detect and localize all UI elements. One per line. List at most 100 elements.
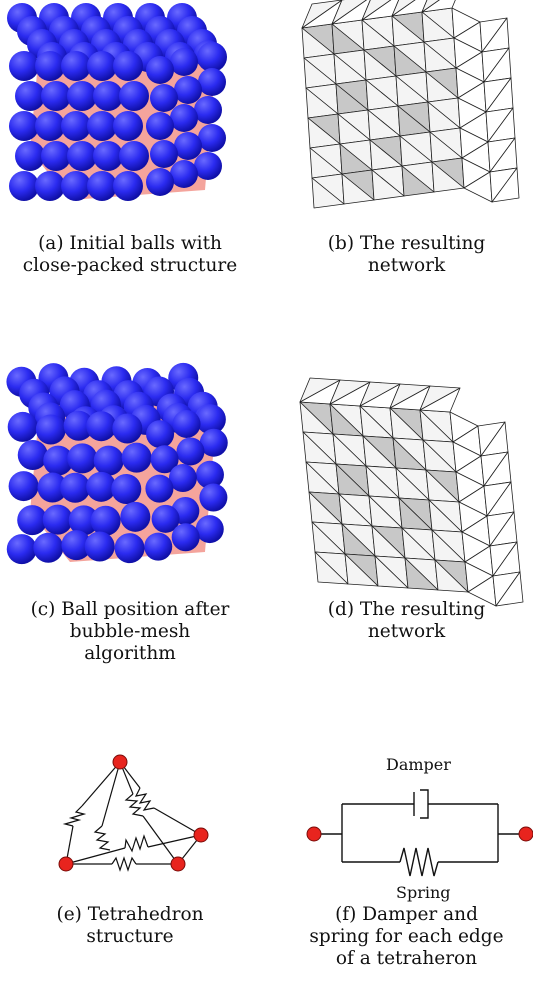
mesh-network-initial [301, 0, 520, 209]
ball [111, 473, 142, 504]
mesh-triangle [374, 555, 409, 589]
ball [84, 531, 115, 562]
figure-f: Damper Spring [290, 750, 533, 902]
ball [198, 68, 226, 96]
mesh-triangle [434, 559, 469, 593]
ball [195, 515, 224, 544]
ball [114, 533, 145, 564]
mesh-triangle [419, 385, 461, 411]
ball [150, 84, 178, 112]
ball [150, 445, 179, 474]
ball [90, 505, 121, 536]
ball [93, 141, 123, 171]
ball [42, 504, 73, 535]
mesh-triangle [331, 0, 367, 25]
mesh-triangle [344, 553, 379, 587]
mesh-triangle [421, 0, 440, 13]
mesh-triangle [495, 571, 524, 607]
ball [113, 111, 143, 141]
ball [113, 51, 143, 81]
ball-packing-initial [7, 3, 227, 201]
ball [146, 112, 174, 140]
ball [61, 171, 91, 201]
ball [168, 464, 197, 493]
mesh-triangle [371, 169, 405, 201]
ball [35, 414, 66, 445]
mesh-triangle [301, 0, 343, 29]
mesh-triangle [421, 0, 456, 13]
caption-c: (c) Ball position after bubble-mesh algo… [30, 599, 230, 664]
figure-a [0, 0, 260, 225]
ball [170, 104, 198, 132]
ball [35, 51, 65, 81]
caption-d: (d) The resulting network [327, 599, 486, 642]
ball [113, 171, 143, 201]
caption-a: (a) Initial balls with close-packed stru… [22, 233, 238, 276]
ball [35, 111, 65, 141]
ball [170, 48, 198, 76]
mesh-triangle [341, 173, 375, 205]
figure-e [40, 748, 230, 878]
tetrahedron-nodes [58, 754, 209, 872]
ball [87, 171, 117, 201]
ball [93, 445, 124, 476]
ball [67, 443, 98, 474]
ball [9, 111, 39, 141]
mesh-triangle [311, 177, 345, 209]
ball [119, 141, 149, 171]
ball [172, 409, 201, 438]
mesh-triangle [431, 161, 465, 193]
ball [60, 472, 91, 503]
ball [35, 171, 65, 201]
caption-b: (b) The resulting network [327, 233, 486, 276]
mesh-triangle [391, 0, 416, 17]
ball [7, 411, 38, 442]
ball [176, 437, 205, 466]
ball [9, 51, 39, 81]
ball [146, 420, 175, 449]
ball [146, 168, 174, 196]
ball [144, 532, 173, 561]
ball [170, 160, 198, 188]
ball [86, 471, 117, 502]
ball [61, 51, 91, 81]
ball [197, 42, 227, 72]
figure-b [280, 0, 533, 225]
ball [15, 141, 45, 171]
ball [195, 460, 224, 489]
ball [87, 51, 117, 81]
ball [174, 132, 202, 160]
ball-packing-bubble-mesh [6, 362, 228, 565]
mesh-triangle [299, 377, 341, 403]
mesh-triangle [329, 379, 371, 405]
mesh-network-result [299, 377, 524, 607]
ball [195, 404, 226, 435]
ball [37, 472, 68, 503]
caption-f: (f) Damper and spring for each edge of a… [309, 904, 504, 969]
ball [150, 140, 178, 168]
ball [15, 81, 45, 111]
damper-label: Damper [386, 755, 451, 774]
ball [43, 445, 74, 476]
ball [194, 152, 222, 180]
ball [151, 504, 180, 533]
spring-label: Spring [396, 883, 451, 902]
ball [9, 171, 39, 201]
ball [120, 501, 151, 532]
mesh-triangle [401, 165, 435, 197]
ball [199, 483, 228, 512]
ball [17, 440, 48, 471]
tetrahedron-diagram [58, 754, 209, 872]
ball [87, 111, 117, 141]
ball [198, 124, 226, 152]
ball [41, 141, 71, 171]
ball [17, 505, 48, 536]
damper-spring-diagram: Damper Spring [306, 755, 533, 902]
mesh-triangle [404, 557, 439, 591]
ball [41, 81, 71, 111]
ball [174, 76, 202, 104]
ball [199, 428, 228, 457]
ball [61, 530, 92, 561]
mesh-triangle [389, 383, 431, 409]
figure-c [0, 362, 260, 590]
